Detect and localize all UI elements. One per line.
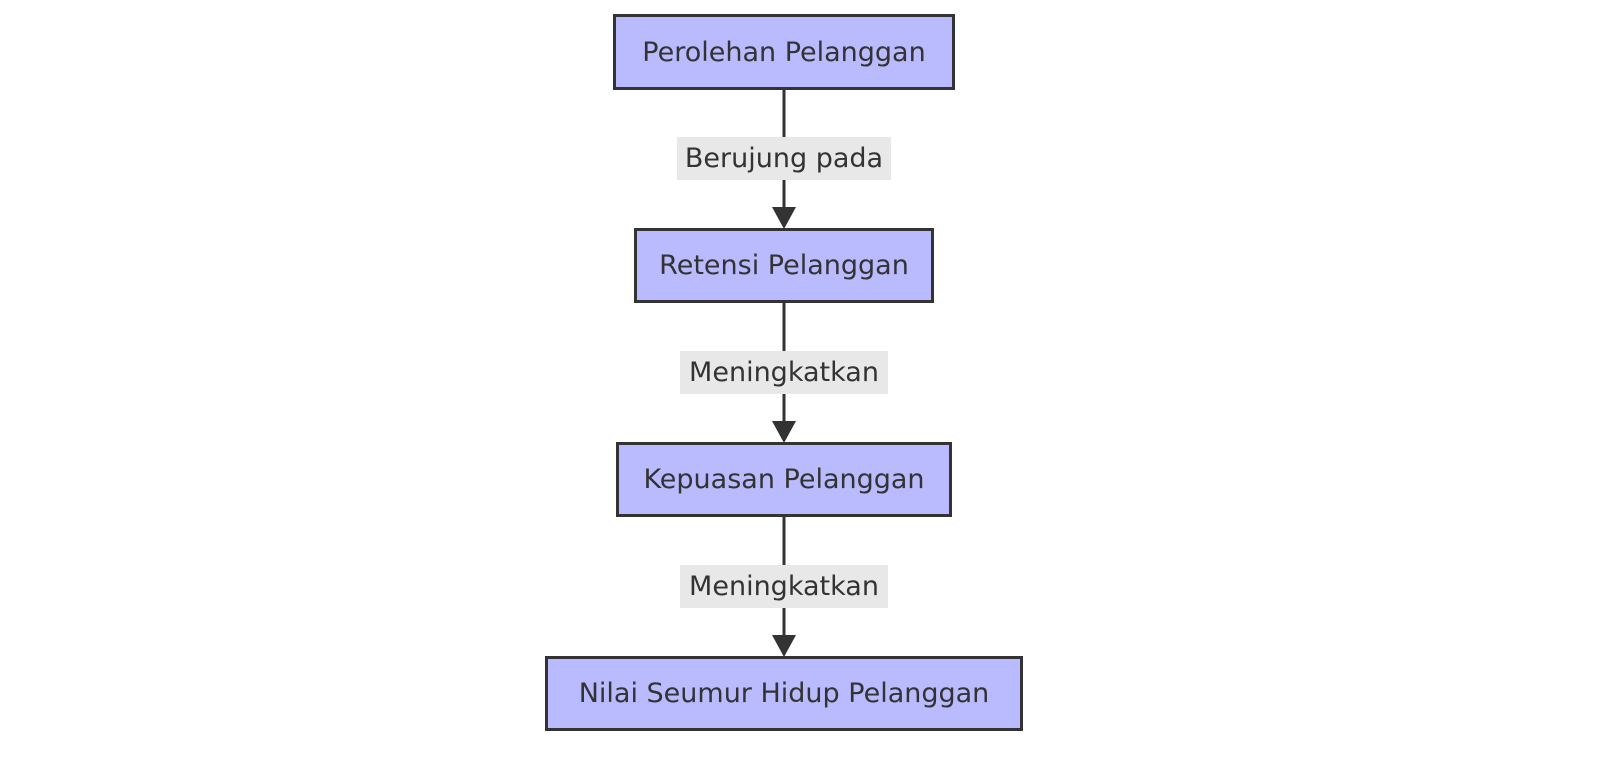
edge-label-b-c: Meningkatkan (680, 351, 888, 394)
node-perolehan-pelanggan: Perolehan Pelanggan (613, 14, 955, 90)
edge-label-c-d: Meningkatkan (680, 565, 888, 608)
arrowhead-icon (772, 635, 796, 657)
node-retensi-pelanggan: Retensi Pelanggan (634, 228, 934, 303)
edge-label-a-b: Berujung pada (677, 137, 891, 180)
arrowhead-icon (772, 207, 796, 229)
arrowhead-icon (772, 421, 796, 443)
node-nilai-seumur-hidup-pelanggan: Nilai Seumur Hidup Pelanggan (545, 656, 1023, 731)
node-kepuasan-pelanggan: Kepuasan Pelanggan (616, 442, 952, 517)
